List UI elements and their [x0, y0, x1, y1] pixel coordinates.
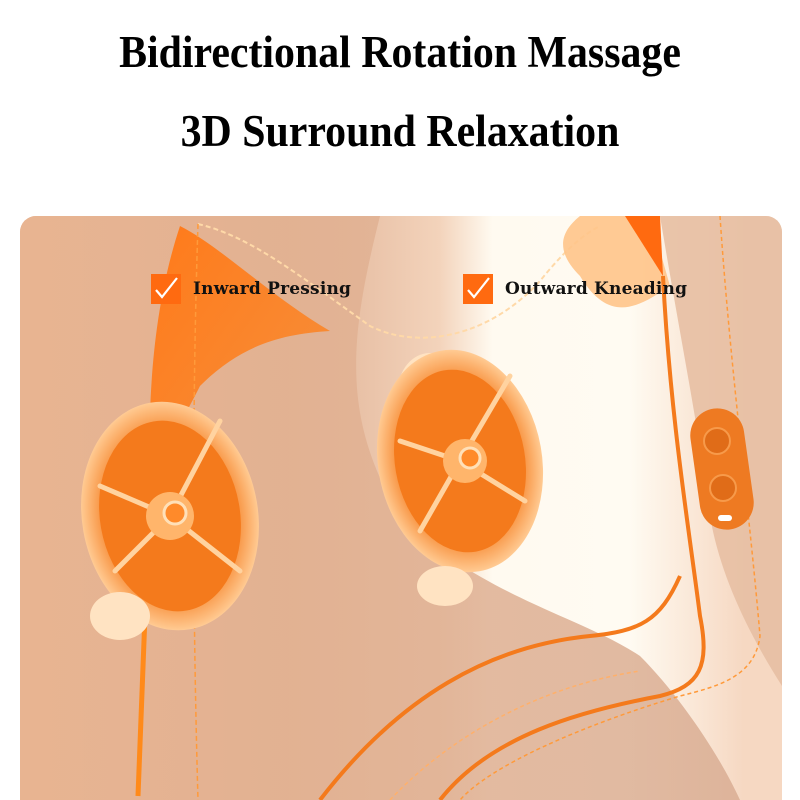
massage-head-right: [376, 349, 544, 606]
right-edge-strap: [438, 275, 706, 800]
headline-secondary: 3D Surround Relaxation: [180, 106, 620, 156]
stitch-line-top: [197, 223, 601, 339]
feature-inward-pressing: Inward Pressing: [151, 274, 351, 304]
product-illustration-panel: Inward Pressing Outward Kneading: [20, 216, 782, 800]
right-wing-flap-accent: [625, 216, 663, 276]
stitch-line-front: [389, 670, 641, 800]
feature-label: Inward Pressing: [193, 279, 352, 299]
massage-head-left: [81, 401, 259, 640]
stitch-line-right: [459, 216, 761, 800]
massager-illustration: [20, 216, 782, 800]
checkmark-icon: [463, 274, 493, 304]
control-panel: [690, 408, 754, 530]
indicator-light-icon: [718, 515, 732, 521]
power-button-icon: [703, 427, 731, 455]
feature-label: Outward Kneading: [505, 279, 688, 299]
feature-outward-kneading: Outward Kneading: [463, 274, 687, 304]
mode-button-icon: [709, 474, 737, 502]
checkmark-icon: [151, 274, 181, 304]
headline-primary: Bidirectional Rotation Massage: [119, 27, 681, 77]
left-wing-flap: [149, 226, 330, 486]
front-strap: [318, 575, 682, 800]
